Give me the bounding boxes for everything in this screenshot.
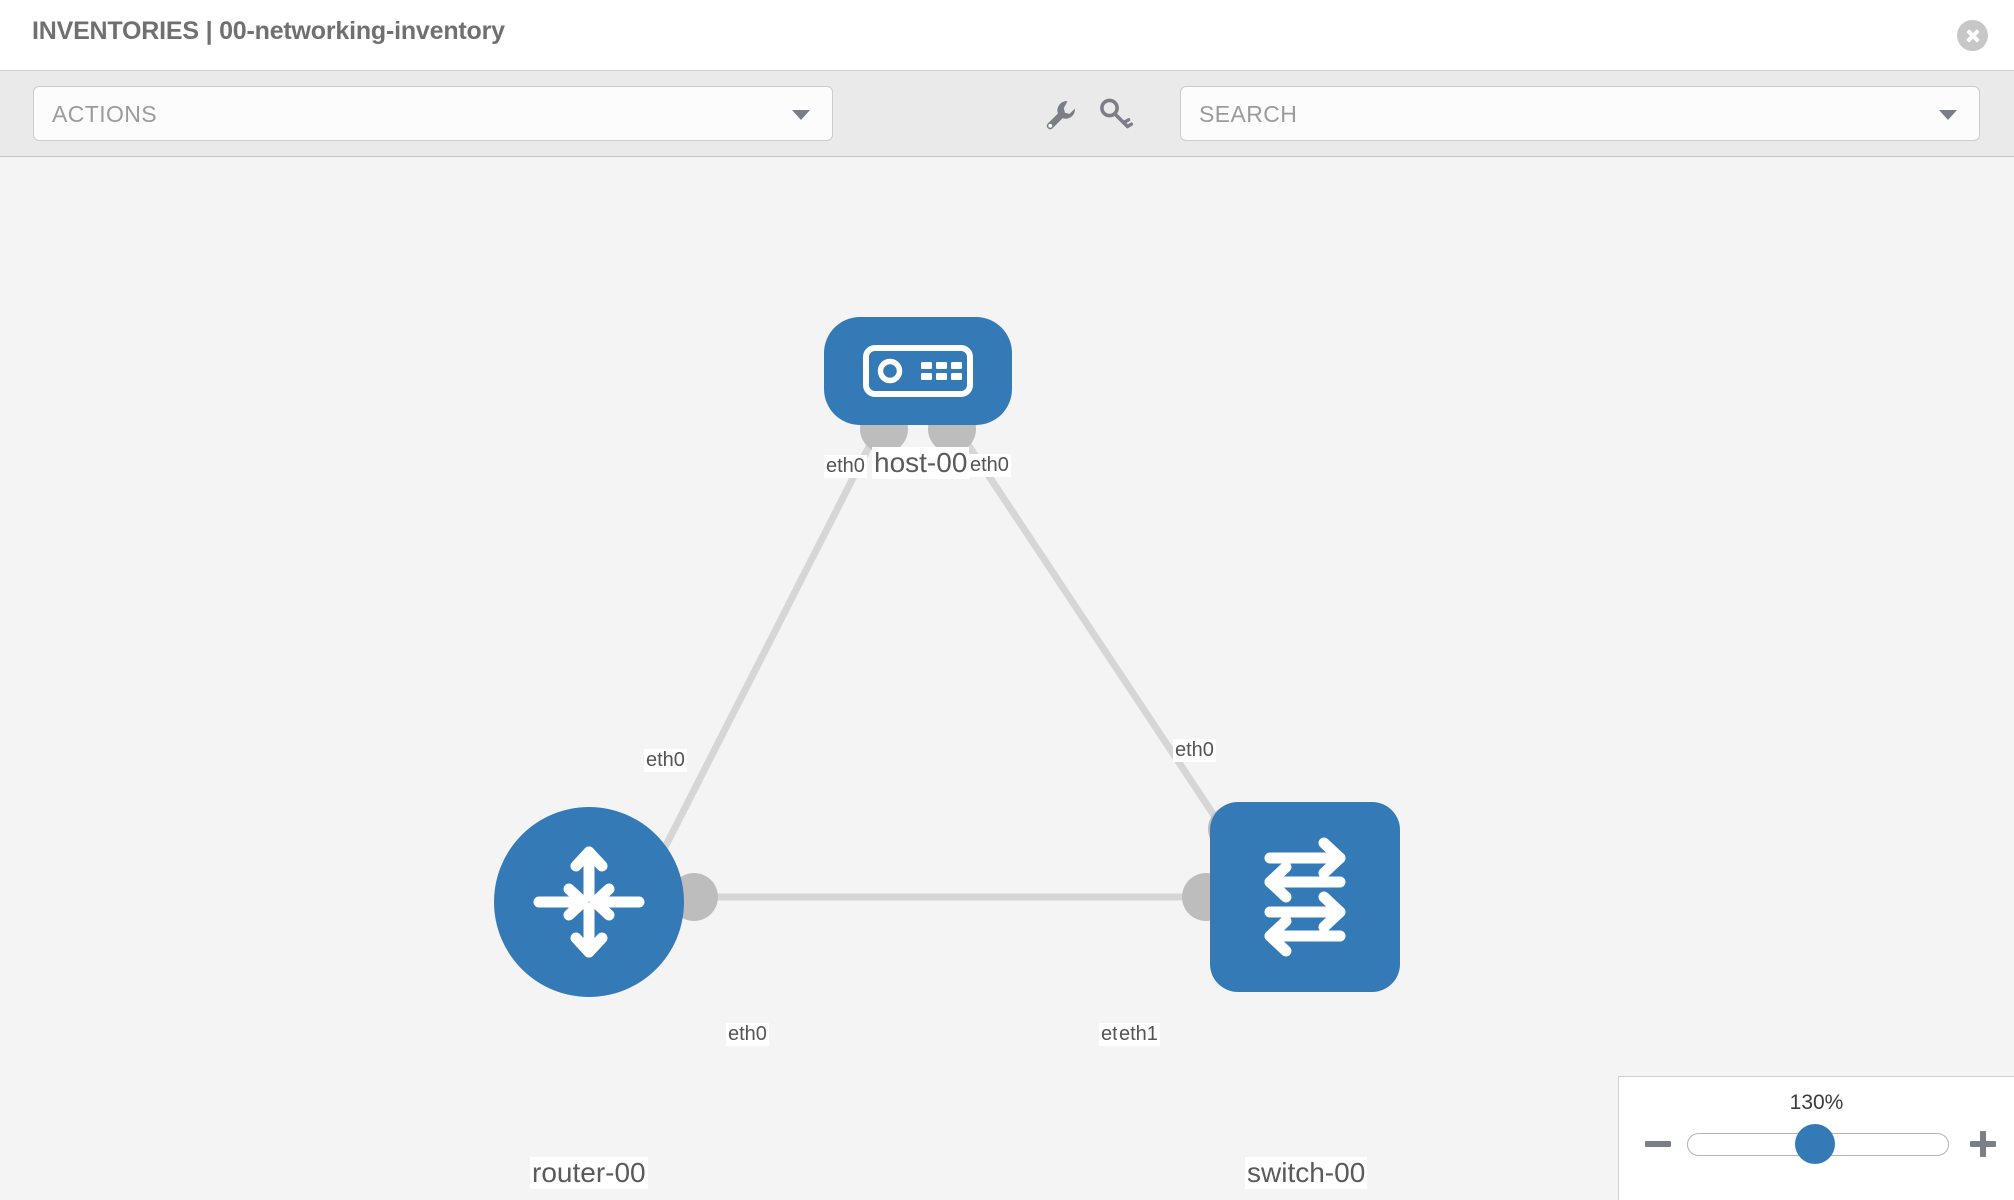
- chevron-down-icon: [792, 109, 810, 120]
- link-label-switch-side-b: eth1: [1117, 1023, 1160, 1046]
- switch-icon: [1264, 837, 1346, 957]
- wrench-icon[interactable]: [1038, 93, 1080, 135]
- node-label-router-00: router-00: [530, 1157, 648, 1189]
- server-icon: [863, 345, 973, 397]
- key-icon[interactable]: [1094, 93, 1136, 135]
- zoom-slider-thumb[interactable]: [1795, 1124, 1835, 1164]
- link-label-host-right: eth0: [968, 454, 1011, 477]
- zoom-out-button[interactable]: [1643, 1129, 1673, 1159]
- topology-graph: [656, 405, 1256, 921]
- zoom-control-panel: 130%: [1618, 1076, 2014, 1200]
- node-router-00[interactable]: [494, 807, 684, 997]
- page-header: INVENTORIES | 00-networking-inventory: [0, 0, 2014, 71]
- zoom-level-value: 130%: [1789, 1091, 1844, 1114]
- topology-canvas[interactable]: host-00 router-00 switch-00 eth0 eth0 et…: [0, 157, 2014, 1200]
- search-input[interactable]: SEARCH: [1180, 86, 1980, 141]
- chevron-down-icon: [1939, 109, 1957, 120]
- actions-dropdown[interactable]: ACTIONS: [33, 86, 833, 141]
- toolbar: ACTIONS SEARCH: [0, 71, 2014, 157]
- node-label-host-00: host-00: [872, 447, 970, 479]
- router-icon: [533, 846, 645, 958]
- link-host-switch: [952, 423, 1238, 849]
- link-label-host-left: eth0: [824, 455, 867, 478]
- actions-dropdown-label: ACTIONS: [52, 101, 158, 127]
- close-icon[interactable]: [1957, 20, 1988, 51]
- search-placeholder: SEARCH: [1199, 101, 1298, 127]
- link-label-router-side: eth0: [726, 1023, 769, 1046]
- page-title: INVENTORIES | 00-networking-inventory: [32, 17, 505, 45]
- link-label-switch-uplink: eth0: [1173, 739, 1216, 762]
- node-host-00[interactable]: [824, 317, 1012, 425]
- zoom-in-button[interactable]: [1968, 1129, 1998, 1159]
- node-switch-00[interactable]: [1210, 802, 1400, 992]
- node-label-switch-00: switch-00: [1245, 1157, 1368, 1189]
- link-label-router-uplink: eth0: [644, 749, 687, 772]
- link-host-router: [656, 423, 884, 859]
